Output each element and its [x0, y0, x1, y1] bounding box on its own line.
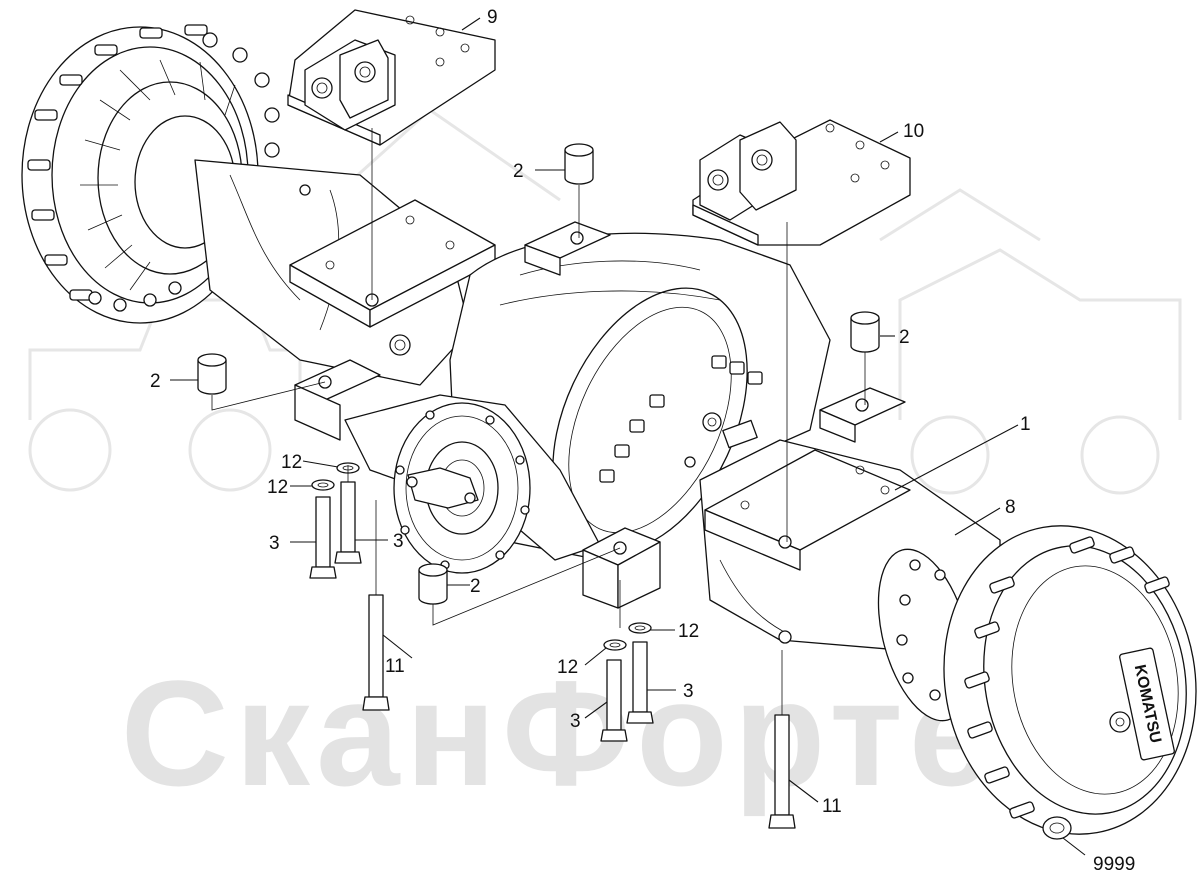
callout-3-c: 3	[683, 681, 694, 702]
callout-2-left: 2	[150, 371, 161, 392]
callout-10: 10	[903, 121, 924, 142]
callout-labels: 9 10 2 2 2 2 1 8 12 12 12 12 3 3 3 3 11 …	[150, 7, 1135, 875]
short-bolts	[309, 481, 654, 742]
callout-2-right: 2	[899, 327, 910, 348]
callout-2-bottom: 2	[470, 576, 481, 597]
left-hub-studs	[27, 24, 208, 301]
callout-12-b: 12	[267, 477, 288, 498]
right-wheel-hub: KOMATSU	[877, 525, 1197, 840]
center-spacer-block	[582, 527, 661, 609]
right-upper-pad	[524, 221, 611, 276]
left-mount-pad	[289, 199, 496, 328]
mounting-bracket-9	[287, 9, 496, 146]
bushing-top-center	[564, 143, 594, 185]
callout-12-c: 12	[678, 621, 699, 642]
callout-8: 8	[1005, 497, 1016, 518]
left-hub-bolts	[88, 32, 280, 312]
callout-12-a: 12	[281, 452, 302, 473]
callout-11-b: 11	[822, 796, 842, 817]
mounting-bracket-10	[692, 119, 911, 246]
diff-face-bolts	[599, 355, 763, 483]
washers	[311, 462, 652, 651]
callout-1: 1	[1020, 414, 1031, 435]
assembly-lines	[211, 128, 866, 715]
callout-9: 9	[487, 7, 498, 28]
left-lower-pad	[294, 359, 381, 441]
long-bolts	[362, 594, 796, 829]
input-flange-carrier	[344, 394, 601, 574]
brand-plate: KOMATSU	[1119, 647, 1175, 761]
callout-9999: 9999	[1093, 854, 1135, 875]
callout-2-top: 2	[513, 161, 524, 182]
drain-plug	[1042, 816, 1072, 840]
callout-leaders	[170, 17, 1086, 856]
bushing-left	[197, 353, 227, 395]
right-side-pad	[819, 387, 906, 443]
flange-bolt-ring	[395, 410, 530, 570]
callout-11-a: 11	[385, 656, 405, 677]
callout-3-a: 3	[269, 533, 280, 554]
callout-12-d: 12	[557, 657, 578, 678]
bushing-bottom-center	[418, 563, 448, 605]
bushing-right	[850, 311, 880, 353]
right-hub-studs	[964, 536, 1170, 819]
callout-3-b: 3	[393, 531, 404, 552]
callout-3-d: 3	[570, 711, 581, 732]
right-hub-ring-bolts	[896, 559, 946, 701]
